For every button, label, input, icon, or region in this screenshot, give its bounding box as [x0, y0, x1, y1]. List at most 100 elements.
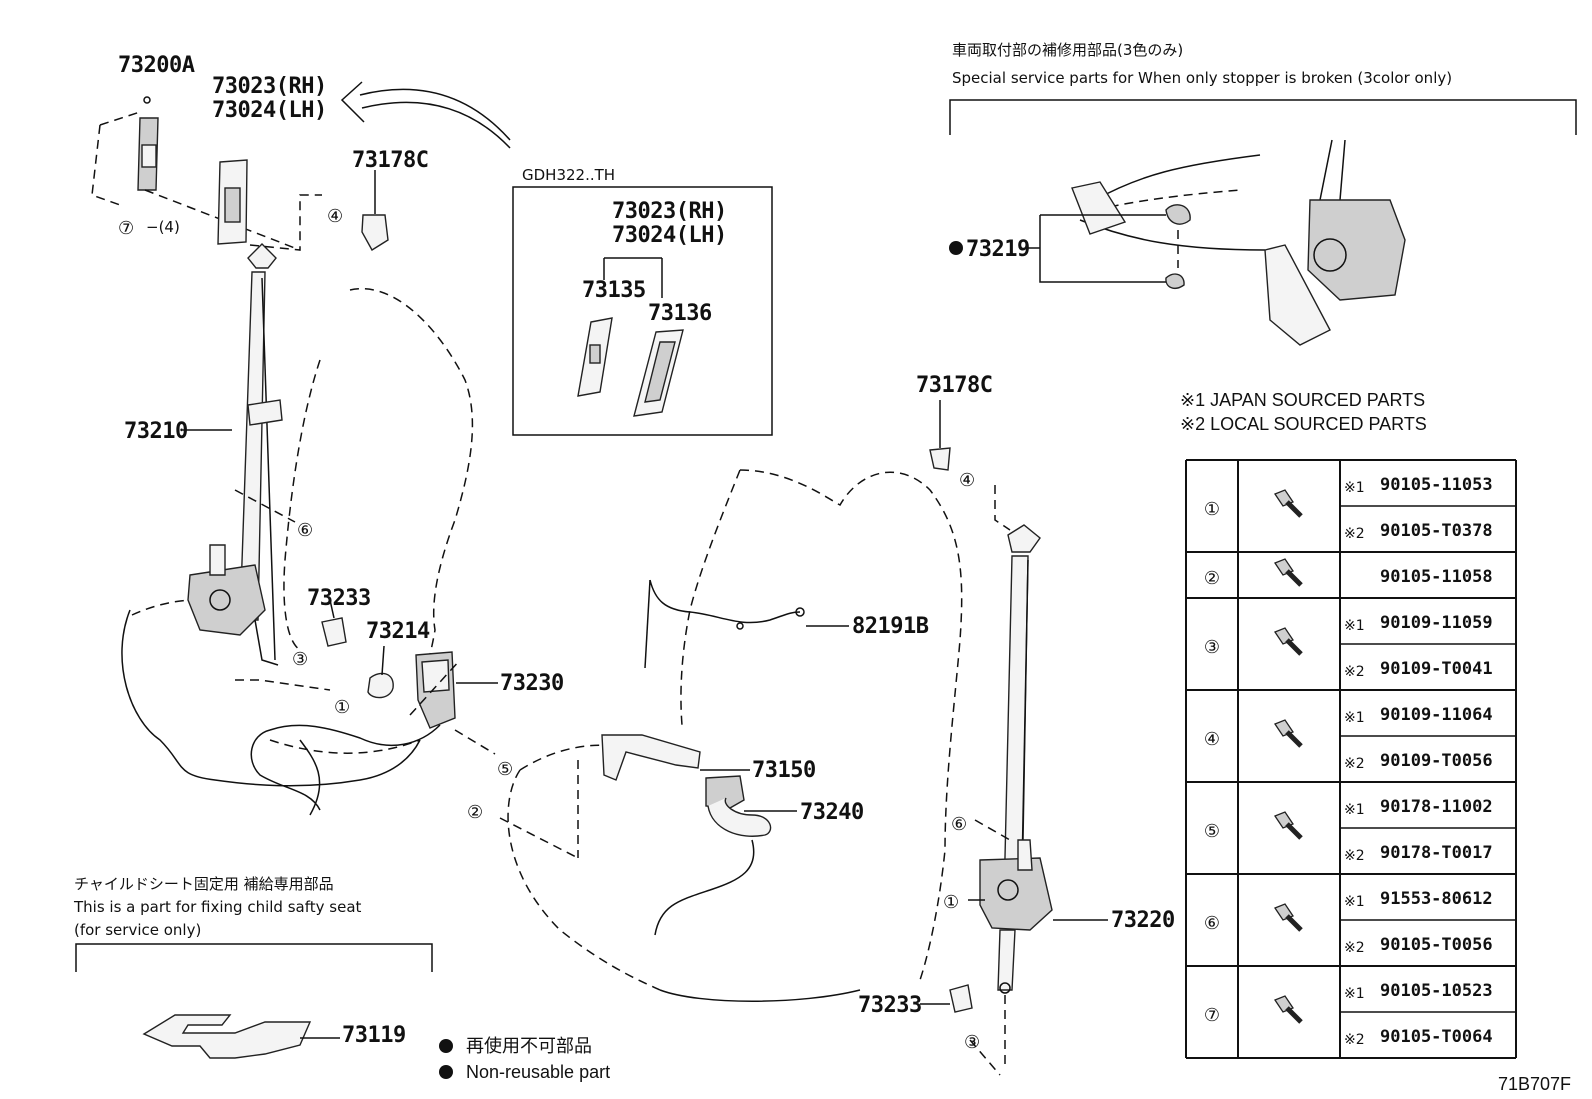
source-mark: ※1: [1344, 986, 1365, 1002]
label-73220: 73220: [1111, 908, 1175, 933]
part-number: 90109-11059: [1380, 613, 1493, 633]
ref-7-quantity: −(4): [146, 218, 180, 236]
part-number: 90109-T0056: [1380, 751, 1493, 771]
source-mark: ※1: [1344, 480, 1365, 496]
table-ref: ⑥: [1204, 913, 1220, 934]
diagram-code: 71B707F: [1498, 1074, 1571, 1094]
table-ref: ②: [1204, 568, 1220, 589]
bolt-shank-icon: [1285, 822, 1303, 840]
cover-73233-right: [920, 984, 973, 1013]
ref-1-left: ①: [334, 697, 350, 718]
inset-model-code: GDH322..TH: [522, 166, 615, 184]
nonreusable-dot-73219: [949, 241, 963, 255]
label-73233-right: 73233: [858, 993, 922, 1018]
source-note-japan: ※1 JAPAN SOURCED PARTS: [1180, 390, 1425, 410]
stopper-inset: [949, 99, 1577, 346]
legend-dot-en: [439, 1065, 453, 1079]
part-number: 90109-11064: [1380, 705, 1493, 725]
part-number: 90178-11002: [1380, 797, 1493, 817]
source-mark: ※2: [1344, 526, 1365, 542]
right-retractor-assembly: [969, 485, 1053, 1076]
table-ref: ⑦: [1204, 1005, 1220, 1026]
service-note-en: Special service parts for When only stop…: [952, 69, 1452, 87]
ref-3-left: ③: [292, 649, 308, 670]
legend-dot-jp: [439, 1039, 453, 1053]
left-retractor-assembly: [187, 243, 283, 666]
buckle-73240: [654, 775, 772, 936]
bolt-shank-icon: [1285, 500, 1303, 518]
table-ref: ③: [1204, 637, 1220, 658]
label-73214: 73214: [366, 619, 430, 644]
clip-73178C-top: [361, 170, 389, 251]
ref-2: ②: [467, 802, 483, 823]
bolt-shank-icon: [1285, 914, 1303, 932]
label-82191B: 82191B: [852, 614, 929, 639]
source-mark: ※1: [1344, 802, 1365, 818]
ref-4-right: ④: [959, 470, 975, 491]
label-73240: 73240: [800, 800, 864, 825]
part-number: 90105-T0378: [1380, 521, 1493, 541]
source-mark: ※1: [1344, 894, 1365, 910]
child-seat-note-jp: チャイルドシート固定用 補給専用部品: [74, 875, 334, 893]
label-73024-lh: 73024(LH): [212, 98, 327, 123]
wire-82191B: [644, 579, 805, 669]
part-number: 90178-T0017: [1380, 843, 1493, 863]
child-seat-note-en2: (for service only): [74, 921, 201, 939]
ref-7: ⑦: [118, 218, 134, 239]
source-mark: ※2: [1344, 848, 1365, 864]
inset-label-73136: 73136: [648, 301, 712, 326]
clip-73178C-right: [929, 400, 951, 471]
label-73150: 73150: [752, 758, 816, 783]
part-number: 90105-11053: [1380, 475, 1493, 495]
bolt-shank-icon: [1285, 569, 1303, 587]
center-seat-outline: [499, 469, 963, 1002]
inset-box: [340, 81, 773, 436]
source-mark: ※1: [1344, 618, 1365, 634]
source-mark: ※2: [1344, 1032, 1365, 1048]
source-mark: ※2: [1344, 664, 1365, 680]
label-73200A: 73200A: [118, 53, 195, 78]
service-note-jp: 車両取付部の補修用部品(3色のみ): [952, 41, 1183, 59]
cover-73233-left: [321, 599, 347, 647]
ref-5: ⑤: [497, 759, 513, 780]
inset-label-73135: 73135: [582, 278, 646, 303]
bolt-shank-icon: [1285, 1006, 1303, 1024]
source-mark: ※1: [1344, 710, 1365, 726]
label-73210: 73210: [124, 419, 188, 444]
label-73219: 73219: [966, 237, 1030, 262]
nonreusable-legend-jp: 再使用不可部品: [466, 1036, 592, 1056]
source-note-local: ※2 LOCAL SOURCED PARTS: [1180, 414, 1427, 434]
part-number: 90105-11058: [1380, 567, 1493, 587]
ref-1-right: ①: [943, 892, 959, 913]
ref-4-left: ④: [327, 206, 343, 227]
label-73178C-right: 73178C: [916, 373, 992, 398]
table-ref: ①: [1204, 499, 1220, 520]
source-mark: ※2: [1344, 940, 1365, 956]
table-ref: ④: [1204, 729, 1220, 750]
label-73178C-top: 73178C: [352, 148, 428, 173]
ref-6-left: ⑥: [297, 520, 313, 541]
anchor-cover-73023: [217, 159, 322, 251]
part-number: 91553-80612: [1380, 889, 1493, 909]
label-73233-left: 73233: [307, 586, 371, 611]
parts-table: ① ※1 90105-11053 ※2 90105-T0378 ② 90105-11058 ③…: [1185, 459, 1517, 1059]
part-number: 90109-T0041: [1380, 659, 1493, 679]
anchor-plate-73150: [601, 734, 701, 781]
part-number: 90105-10523: [1380, 981, 1493, 1001]
part-number: 90105-T0056: [1380, 935, 1493, 955]
table-ref: ⑤: [1204, 821, 1220, 842]
label-73119: 73119: [342, 1023, 406, 1048]
buckle-73230: [250, 651, 496, 816]
label-73023-rh: 73023(RH): [212, 74, 327, 99]
inset-label-73024: 73024(LH): [612, 223, 727, 248]
bolt-shank-icon: [1285, 730, 1303, 748]
child-seat-note-en1: This is a part for fixing child safty se…: [73, 898, 362, 916]
ref-6-right: ⑥: [951, 814, 967, 835]
nonreusable-legend-en: Non-reusable part: [466, 1062, 610, 1082]
label-73230: 73230: [500, 671, 564, 696]
bolt-shank-icon: [1285, 638, 1303, 656]
source-mark: ※2: [1344, 756, 1365, 772]
child-seat-part-73119: [75, 943, 433, 1059]
ref-3-right: ③: [964, 1032, 980, 1053]
